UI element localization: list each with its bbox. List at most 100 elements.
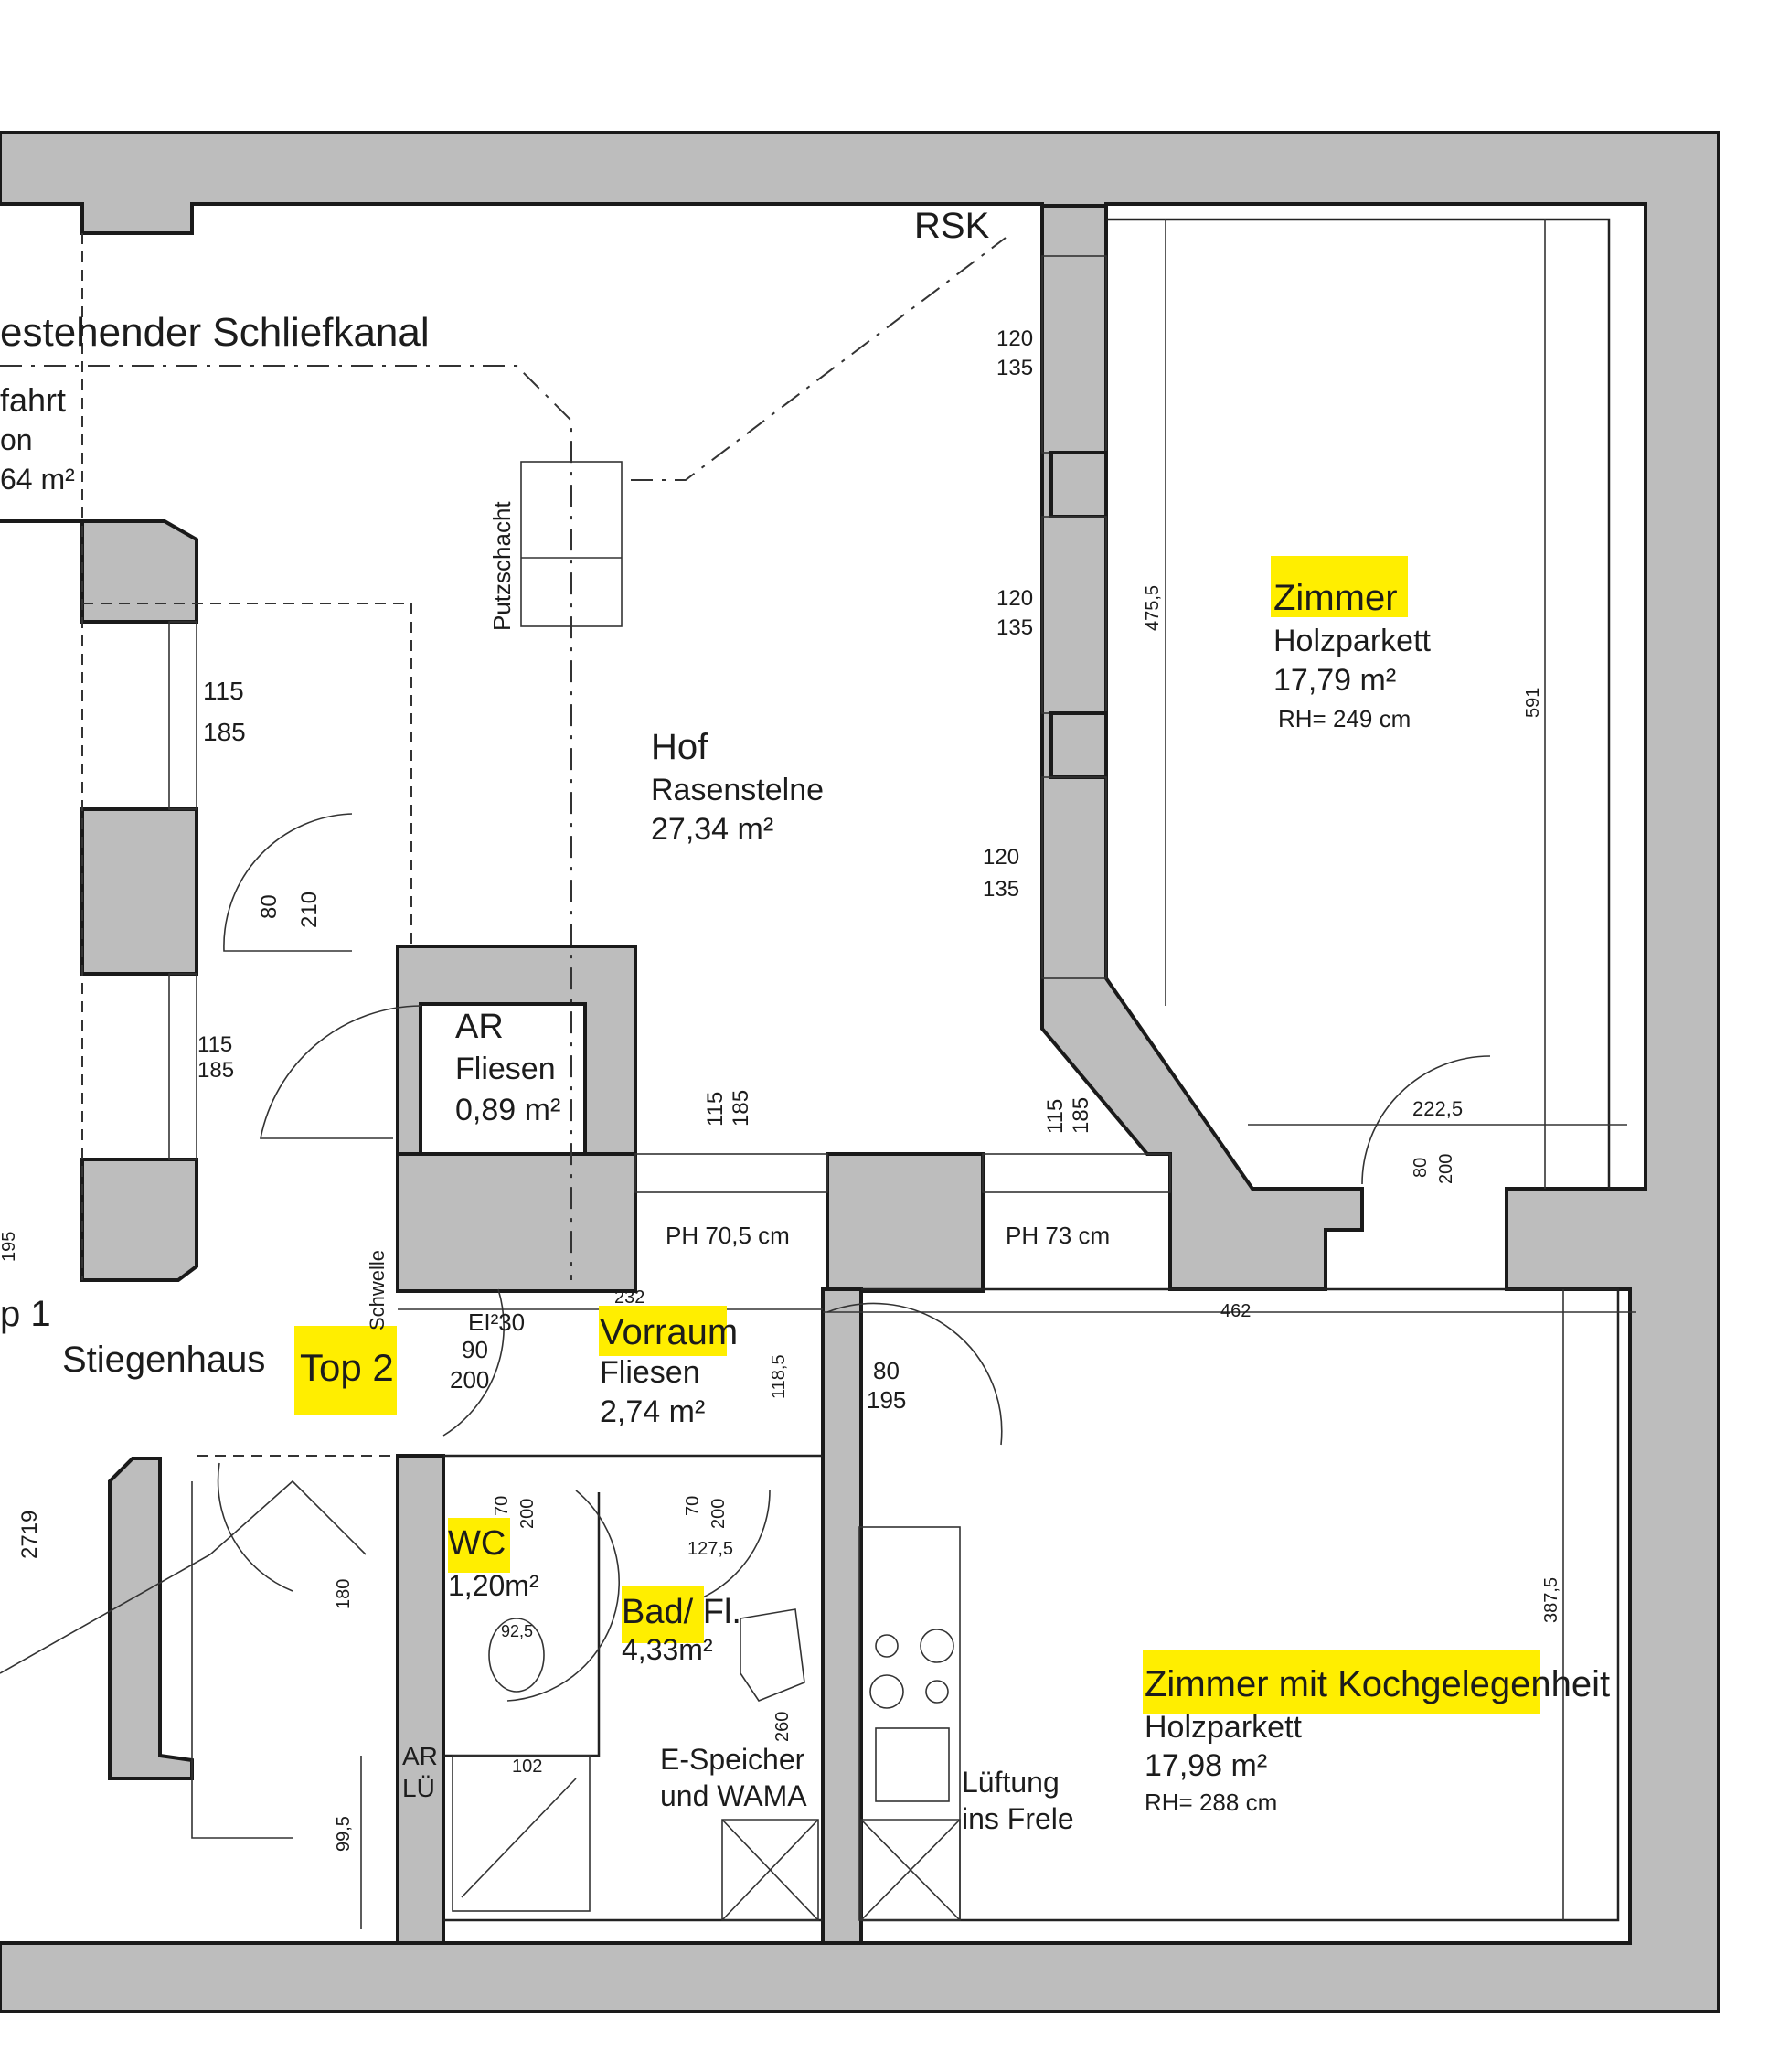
outer-wall-top-left <box>0 131 1720 2013</box>
wc-highlight <box>448 1518 510 1573</box>
espeicher-line1: E-Speicher <box>660 1743 805 1776</box>
outer-walls <box>0 131 1720 2013</box>
hof-boundary <box>82 603 412 946</box>
dim-w2b: 135 <box>996 615 1033 640</box>
zimmer-mullion-2 <box>1049 711 1108 779</box>
shower-diagonal <box>461 1778 577 1898</box>
dim-1185: 118,5 <box>769 1354 789 1399</box>
koch-floor: Holzparkett <box>1145 1710 1303 1745</box>
putzschacht-box <box>520 461 623 627</box>
window-hof-1 <box>634 1153 828 1193</box>
window-left-2 <box>168 973 197 1160</box>
zimmer-rh: RH= 249 cm <box>1278 705 1411 732</box>
ar-name: AR <box>455 1008 504 1046</box>
top1-label: p 1 <box>0 1294 51 1334</box>
stair-post <box>108 1457 194 1780</box>
bad-highlight <box>622 1586 704 1643</box>
kitchen-counter <box>858 1526 961 1921</box>
ph1-label: PH 70,5 cm <box>666 1222 790 1249</box>
dim-d2b: 200 <box>450 1366 489 1394</box>
espeicher-line2: und WAMA <box>660 1779 807 1812</box>
interior-lines <box>0 218 1636 1929</box>
koch-rh: RH= 288 cm <box>1145 1789 1277 1816</box>
highlights <box>294 556 1540 1714</box>
bad-name: Bad/ Fl. <box>622 1593 741 1631</box>
arlu-line2: LÜ <box>402 1774 435 1802</box>
dim-462: 462 <box>1220 1301 1251 1321</box>
dim-w4b: 185 <box>203 718 246 746</box>
zimmer-highlight <box>1271 556 1408 617</box>
stove-burner-2 <box>920 1629 954 1663</box>
ar-area: 0,89 m² <box>455 1093 560 1127</box>
kanal-diagonal <box>631 237 1007 481</box>
stiegenhaus-label: Stiegenhaus <box>62 1340 265 1380</box>
door-swing-8 <box>217 1462 293 1592</box>
dim-w6b: 185 <box>729 1090 753 1127</box>
zimmer-floor: Holzparkett <box>1273 624 1432 658</box>
dim-d1b: 210 <box>297 892 322 928</box>
koch-highlight <box>1143 1650 1540 1714</box>
dim-w1a: 120 <box>996 326 1033 351</box>
bad-east-wall <box>821 1287 863 1945</box>
shower-tray <box>452 1755 591 1912</box>
dim-3875: 387,5 <box>1541 1577 1561 1623</box>
dim-w3b: 135 <box>983 877 1019 902</box>
stove-burner-3 <box>869 1674 904 1709</box>
top2-label: Top 2 <box>300 1346 394 1389</box>
wc-name: WC <box>448 1524 506 1563</box>
door-swing-3 <box>442 1288 505 1437</box>
koch-name: Zimmer mit Kochgelegenheit <box>1145 1664 1610 1704</box>
labels: estehender Schliefkanal fahrt on 64 m² R… <box>0 206 1610 1835</box>
einfahrt-label: fahrt <box>0 381 66 419</box>
ei30-label: EI²30 <box>468 1308 525 1336</box>
bad-area: 4,33m² <box>622 1633 713 1666</box>
door-swing-5 <box>1361 1055 1491 1185</box>
dim-w5b: 185 <box>197 1058 234 1083</box>
dim-d4b: 200 <box>517 1499 538 1529</box>
dim-102: 102 <box>512 1757 542 1777</box>
window-strips <box>168 255 1171 1193</box>
door-swing-2 <box>260 1005 421 1139</box>
dim-d5a: 70 <box>683 1496 703 1516</box>
lueftung-line1: Lüftung <box>962 1766 1060 1799</box>
wc-west-wall <box>396 1454 445 1945</box>
dim-2225: 222,5 <box>1412 1097 1463 1120</box>
dim-w4a: 115 <box>203 677 244 705</box>
kitchen-cabinet <box>860 1819 961 1921</box>
espeicher-box <box>721 1819 819 1921</box>
dim-w1b: 135 <box>996 356 1033 380</box>
koch-room-outline <box>861 1287 1620 1922</box>
dim-1275: 127,5 <box>687 1539 733 1559</box>
vorraum-name: Vorraum <box>600 1312 738 1352</box>
window-left-1 <box>168 621 197 810</box>
wall-block-b <box>826 1152 985 1293</box>
dim-d2a: 90 <box>462 1336 488 1363</box>
stove-burner-4 <box>925 1680 949 1704</box>
door-swing-1 <box>223 813 353 952</box>
dim-w7b: 185 <box>1069 1097 1093 1134</box>
dim-d4a: 70 <box>492 1496 512 1516</box>
arlu-line1: AR <box>402 1742 438 1770</box>
stair-rail <box>0 1479 367 1674</box>
dim-995: 99,5 <box>334 1816 354 1852</box>
hof-name: Hof <box>651 727 708 767</box>
einfahrt-area: 64 m² <box>0 463 75 496</box>
dim-d6a: 80 <box>1411 1158 1431 1178</box>
door-swing-4 <box>826 1302 1003 1446</box>
dim-925: 92,5 <box>501 1622 533 1640</box>
kanal-line <box>0 365 572 1280</box>
dim-w6a: 115 <box>703 1092 728 1127</box>
dim-195: 195 <box>0 1232 19 1262</box>
stair-outline <box>191 1481 293 1839</box>
dim-w5a: 115 <box>197 1032 232 1057</box>
ar-floor: Fliesen <box>455 1052 556 1086</box>
hof-floor: Rasenstelne <box>651 773 824 807</box>
koch-area: 17,98 m² <box>1145 1748 1267 1783</box>
kitchen-sink <box>875 1727 950 1802</box>
washbasin <box>740 1608 805 1702</box>
top2-highlight <box>294 1326 397 1415</box>
door-swing-6 <box>506 1490 621 1702</box>
einfahrt-line2: on <box>0 423 33 456</box>
wc-area: 1,20m² <box>448 1569 539 1602</box>
dim-d3a: 80 <box>873 1357 900 1384</box>
